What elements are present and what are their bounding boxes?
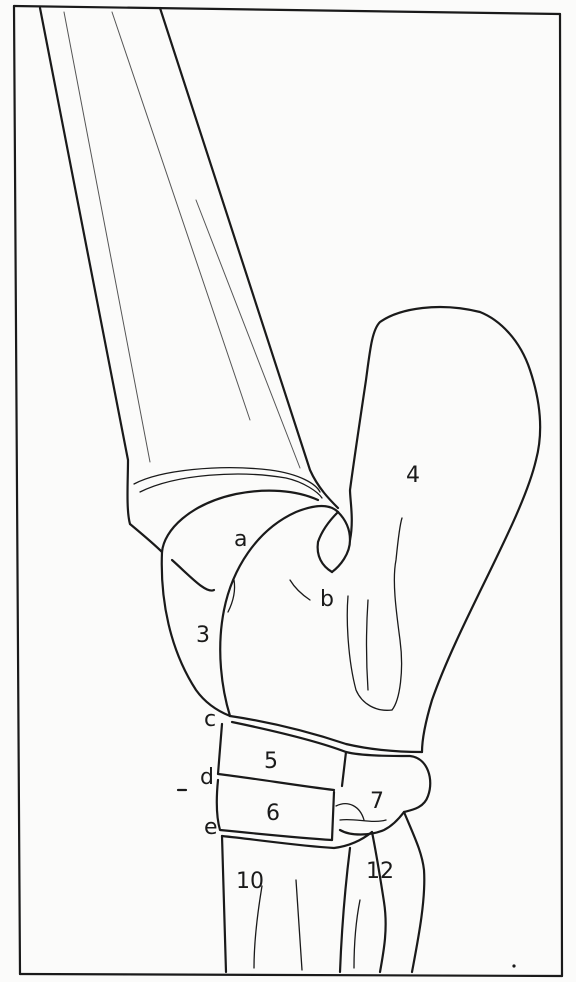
label-bone-12: 12	[366, 859, 394, 884]
bone-6	[217, 780, 372, 848]
label-joint-c: c	[204, 707, 216, 732]
label-joint-d: d	[200, 765, 214, 790]
long-bone-shaft	[40, 8, 338, 552]
label-bone-6: 6	[266, 801, 280, 826]
bone-4	[332, 307, 540, 752]
label-bone-3: 3	[196, 623, 210, 648]
label-bone-4: 4	[406, 463, 420, 488]
label-joint-e: e	[204, 815, 218, 840]
bone-3	[162, 491, 318, 716]
label-bone-10: 10	[236, 869, 264, 894]
bone-10	[222, 836, 350, 972]
label-bone-7: 7	[370, 789, 384, 814]
label-bone-5: 5	[264, 749, 278, 774]
label-joint-b: b	[320, 587, 334, 612]
label-joint-a: a	[234, 527, 247, 552]
bone-5	[218, 716, 422, 790]
